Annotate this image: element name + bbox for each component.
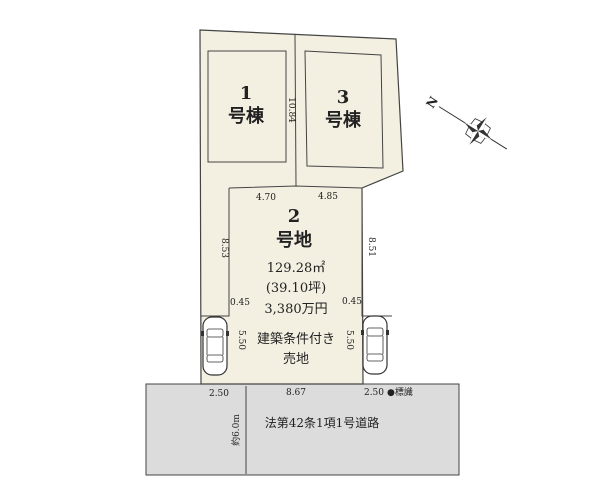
dim-2-50-left: 2.50 bbox=[209, 389, 229, 399]
road-label: 法第42条1項1号道路 bbox=[265, 415, 380, 430]
lot3-number: 3 bbox=[337, 87, 350, 108]
compass-icon: N bbox=[423, 94, 508, 150]
dim-8-53: 8.53 bbox=[219, 238, 229, 258]
lot3-building bbox=[304, 50, 384, 169]
dim-0-45-left: 0.45 bbox=[230, 298, 250, 308]
lot2-label: 号地 bbox=[276, 229, 312, 251]
lot2-area-sqm: 129.28㎡ bbox=[267, 261, 326, 276]
lot1-number: 1 bbox=[240, 83, 253, 104]
lot2-area-tsubo: (39.10坪) bbox=[266, 281, 326, 296]
divider-lot1-lot3 bbox=[294, 34, 297, 187]
divider-lot2-top bbox=[228, 185, 363, 189]
road-area bbox=[145, 383, 460, 476]
lot2-price: 3,380万円 bbox=[264, 302, 327, 317]
dim-5-50-right: 5.50 bbox=[344, 330, 354, 350]
lot3-label: 号棟 bbox=[325, 109, 362, 131]
lot2-condition-2: 売地 bbox=[283, 351, 309, 367]
dim-8-67: 8.67 bbox=[286, 388, 306, 398]
lot1-label: 号棟 bbox=[228, 105, 265, 127]
marker-label: ●標識 bbox=[387, 386, 413, 398]
compass-north-label: N bbox=[423, 94, 441, 111]
lot1-building bbox=[207, 50, 287, 163]
dim-2-50-right: 2.50 bbox=[364, 388, 384, 398]
road-width-label: 約6.0m bbox=[230, 414, 242, 446]
dim-0-45-right: 0.45 bbox=[342, 297, 362, 307]
lot2-left-edge bbox=[201, 188, 230, 317]
lot2-right-edge bbox=[361, 188, 392, 317]
dim-4-85: 4.85 bbox=[318, 192, 338, 202]
car-icon-left bbox=[201, 316, 229, 376]
lot2-condition-1: 建築条件付き bbox=[257, 331, 335, 347]
lot2-number: 2 bbox=[288, 206, 301, 227]
dim-4-70: 4.70 bbox=[256, 193, 276, 203]
dim-10-84: 10.84 bbox=[286, 97, 296, 123]
car-icon-right bbox=[361, 315, 389, 375]
dim-5-50-left: 5.50 bbox=[236, 330, 246, 350]
dim-8-51: 8.51 bbox=[366, 237, 376, 257]
